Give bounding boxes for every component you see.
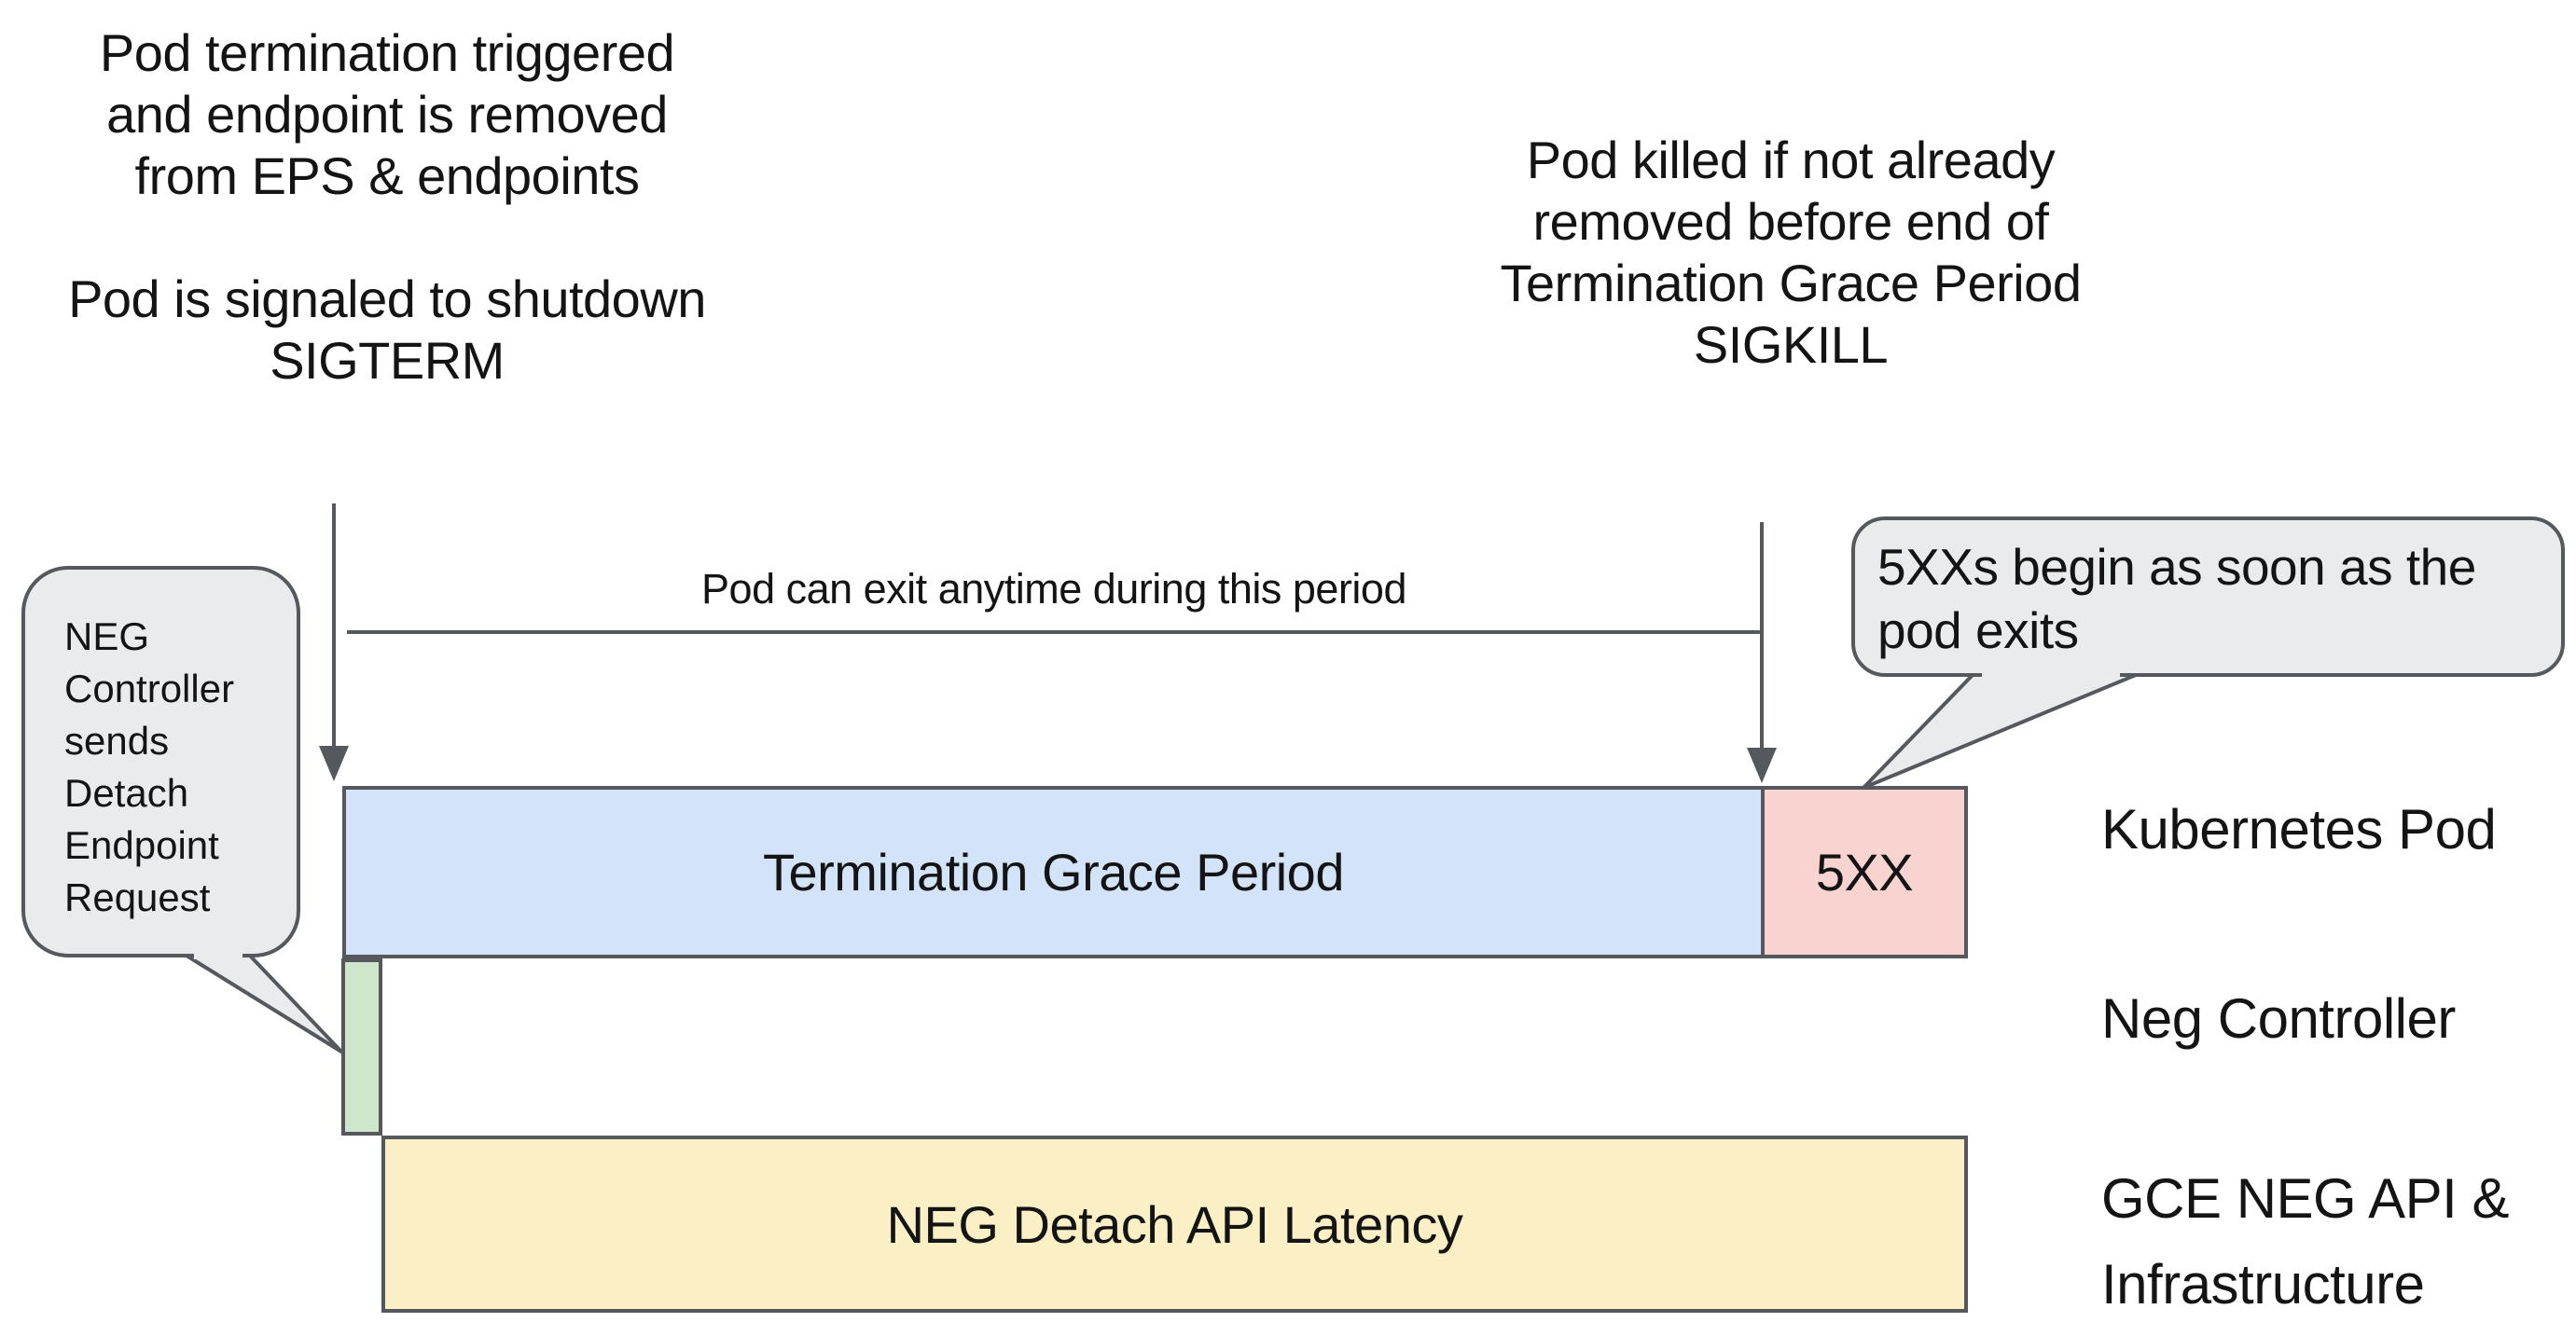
note-line: Pod killed if not already [1526, 131, 2056, 189]
termination-grace-period-bar-label: Termination Grace Period [763, 843, 1344, 902]
pod-killed-note: Pod killed if not already removed before… [1483, 130, 2098, 376]
callout-line: pod exits [1877, 601, 2079, 659]
row-label-line: Infrastructure [2101, 1253, 2425, 1315]
sigkill-arrowhead-icon [1747, 748, 1777, 783]
callout-line: Detach [64, 771, 189, 815]
callout-line: Endpoint [64, 823, 219, 867]
callout-line: sends [64, 719, 170, 763]
errors-5xx-bar-label: 5XX [1815, 843, 1914, 902]
note-line: Pod is signaled to shutdown [68, 269, 706, 328]
sigterm-arrowhead-icon [319, 746, 349, 781]
callout-line: NEG [64, 614, 150, 658]
note-line: Termination Grace Period [1500, 254, 2082, 312]
row-label-neg-controller: Neg Controller [2101, 987, 2456, 1050]
period-line-label: Pod can exit anytime during this period [701, 565, 1406, 613]
callout-line: Request [64, 875, 211, 919]
neg-controller-callout: NEG Controller sends Detach Endpoint Req… [21, 566, 300, 957]
neg-detach-request-bar [341, 958, 382, 1136]
pod-termination-note: Pod termination triggered and endpoint i… [51, 22, 723, 392]
note-line: SIGKILL [1693, 315, 1889, 374]
fivexx-begin-callout: 5XXs begin as soon as the pod exits [1851, 516, 2565, 677]
callout-line: 5XXs begin as soon as the [1877, 538, 2476, 596]
termination-grace-period-bar: Termination Grace Period [342, 786, 1765, 958]
note-line: SIGTERM [270, 331, 505, 390]
note-line: removed before end of [1532, 192, 2049, 251]
row-label-line: GCE NEG API & [2101, 1167, 2509, 1230]
note-line: Pod termination triggered [99, 23, 675, 82]
note-line: from EPS & endpoints [134, 146, 640, 205]
neg-detach-api-latency-bar-label: NEG Detach API Latency [886, 1194, 1463, 1254]
left-callout-tail [185, 954, 343, 1054]
row-label-kubernetes-pod: Kubernetes Pod [2101, 798, 2497, 861]
note-line: and endpoint is removed [106, 85, 668, 144]
right-callout-tail [1862, 673, 2138, 790]
row-label-gce-neg-api: GCE NEG API & Infrastructure [2101, 1156, 2509, 1328]
callout-line: Controller [64, 667, 235, 710]
neg-detach-api-latency-bar: NEG Detach API Latency [381, 1136, 1968, 1313]
errors-5xx-bar: 5XX [1761, 786, 1968, 958]
